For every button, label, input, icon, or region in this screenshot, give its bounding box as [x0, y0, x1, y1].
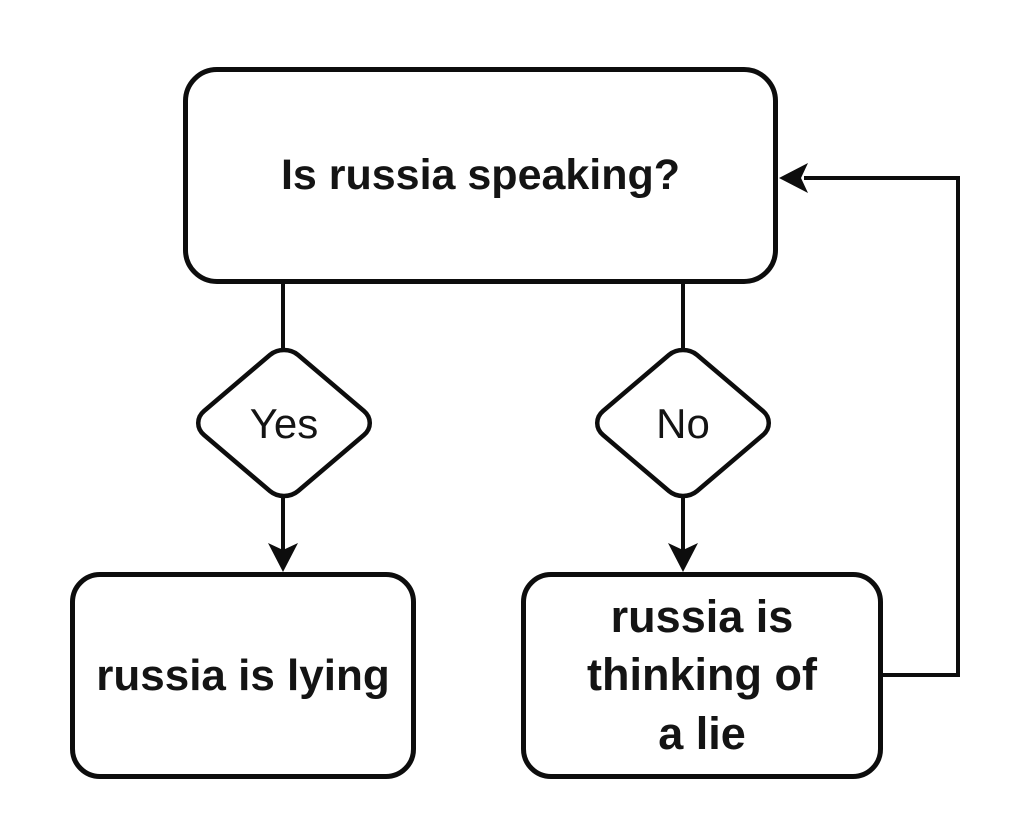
node-outcome-lying: russia is lying — [70, 572, 416, 779]
decision-yes-label: Yes — [249, 400, 319, 447]
node-outcome-thinking: russia is thinking of a lie — [521, 572, 883, 779]
node-question-label: Is russia speaking? — [280, 151, 681, 199]
arrowhead-down-right-icon — [668, 543, 698, 572]
diamond-no-shape — [589, 343, 777, 503]
decision-no-label: No — [656, 400, 710, 447]
edge-loop-thinking-to-question — [804, 176, 960, 677]
node-outcome-thinking-label: russia is thinking of a lie — [587, 590, 817, 759]
node-outcome-lying-label: russia is lying — [96, 650, 390, 700]
arrowhead-down-left-icon — [268, 543, 298, 572]
diamond-yes-shape — [190, 343, 378, 503]
arrowhead-left-icon — [779, 163, 808, 193]
node-question: Is russia speaking? — [183, 67, 778, 284]
